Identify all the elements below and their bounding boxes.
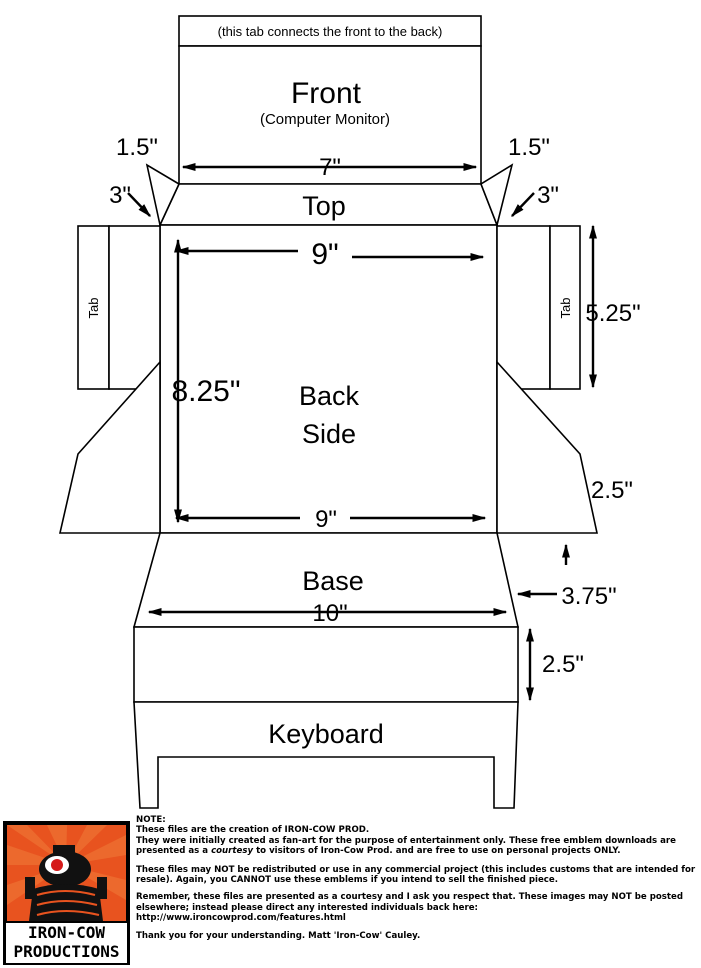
front-connector-tab bbox=[178, 15, 482, 47]
dim-corner-right: 1.5" bbox=[508, 134, 550, 161]
keyboard-label: Keyboard bbox=[268, 719, 384, 749]
right-side-tab bbox=[549, 225, 581, 390]
dim-flap-right: 3" bbox=[537, 182, 559, 209]
notes-url: http://www.ironcowprod.com/features.html bbox=[136, 913, 346, 924]
dim-back-width-bottom: 9" bbox=[315, 506, 337, 533]
top-left-flap bbox=[145, 163, 181, 228]
notes-restriction: These files may NOT be redistributed or … bbox=[136, 864, 696, 886]
right-side-panel bbox=[496, 225, 551, 390]
notes-thanks: Thank you for your understanding. Matt '… bbox=[136, 930, 421, 941]
copyright-notes: NOTE: These files are the creation of IR… bbox=[136, 815, 698, 948]
dim-side-wedge: 2.5" bbox=[591, 477, 633, 504]
dim-front-width: 7" bbox=[319, 154, 341, 181]
top-right-flap bbox=[480, 163, 514, 228]
notes-creator-line: These files are the creation of IRON-COW… bbox=[136, 825, 370, 836]
dim-flap-left: 3" bbox=[109, 182, 131, 209]
left-side-panel bbox=[108, 225, 161, 390]
keyboard-panel bbox=[133, 701, 519, 809]
left-side-wedge bbox=[58, 359, 161, 534]
box-template-diagram: (this tab connects the front to the back… bbox=[58, 15, 641, 809]
notes-purpose-em: courtesy bbox=[211, 846, 254, 857]
back-panel bbox=[159, 224, 498, 534]
dim-arrow-flap-left bbox=[127, 192, 151, 218]
dim-back-height: 8.25" bbox=[171, 375, 240, 408]
left-tab-label: Tab bbox=[86, 298, 101, 319]
dim-keyboard-depth: 2.5" bbox=[542, 651, 584, 678]
notes-purpose-pre: They were initially created as fan-art f… bbox=[136, 835, 676, 857]
right-side-wedge bbox=[496, 359, 598, 534]
right-tab-label: Tab bbox=[558, 298, 573, 319]
logo-line-2: PRODUCTIONS bbox=[13, 942, 120, 961]
front-panel bbox=[178, 45, 482, 185]
dim-corner-left: 1.5" bbox=[116, 134, 158, 161]
footer: IRON-COW PRODUCTIONS NOTE: These files a… bbox=[0, 815, 701, 968]
notes-header: NOTE: bbox=[136, 815, 166, 825]
dim-base-width: 10" bbox=[312, 600, 347, 627]
back-label-line2: Side bbox=[302, 419, 356, 449]
dim-base-depth: 3.75" bbox=[561, 583, 616, 610]
iron-cow-logo: IRON-COW PRODUCTIONS bbox=[3, 821, 130, 965]
keyboard-depth-strip bbox=[133, 626, 519, 703]
base-label: Base bbox=[302, 566, 364, 596]
dim-back-width-top: 9" bbox=[311, 238, 338, 271]
dim-tab-height: 5.25" bbox=[585, 300, 640, 327]
back-label-line1: Back bbox=[299, 381, 360, 411]
robot-head-icon bbox=[7, 825, 126, 921]
notes-purpose-post: to visitors of Iron-Cow Prod. and are fr… bbox=[253, 846, 621, 857]
dim-arrow-flap-right bbox=[511, 192, 535, 218]
logo-line-1: IRON-COW bbox=[27, 923, 106, 942]
logo-wordmark: IRON-COW PRODUCTIONS bbox=[6, 923, 127, 963]
top-label: Top bbox=[302, 191, 346, 221]
tab-note: (this tab connects the front to the back… bbox=[218, 24, 443, 39]
front-title: Front bbox=[291, 77, 362, 110]
notes-courtesy: Remember, these files are presented as a… bbox=[136, 892, 683, 913]
front-subtitle: (Computer Monitor) bbox=[260, 111, 390, 128]
